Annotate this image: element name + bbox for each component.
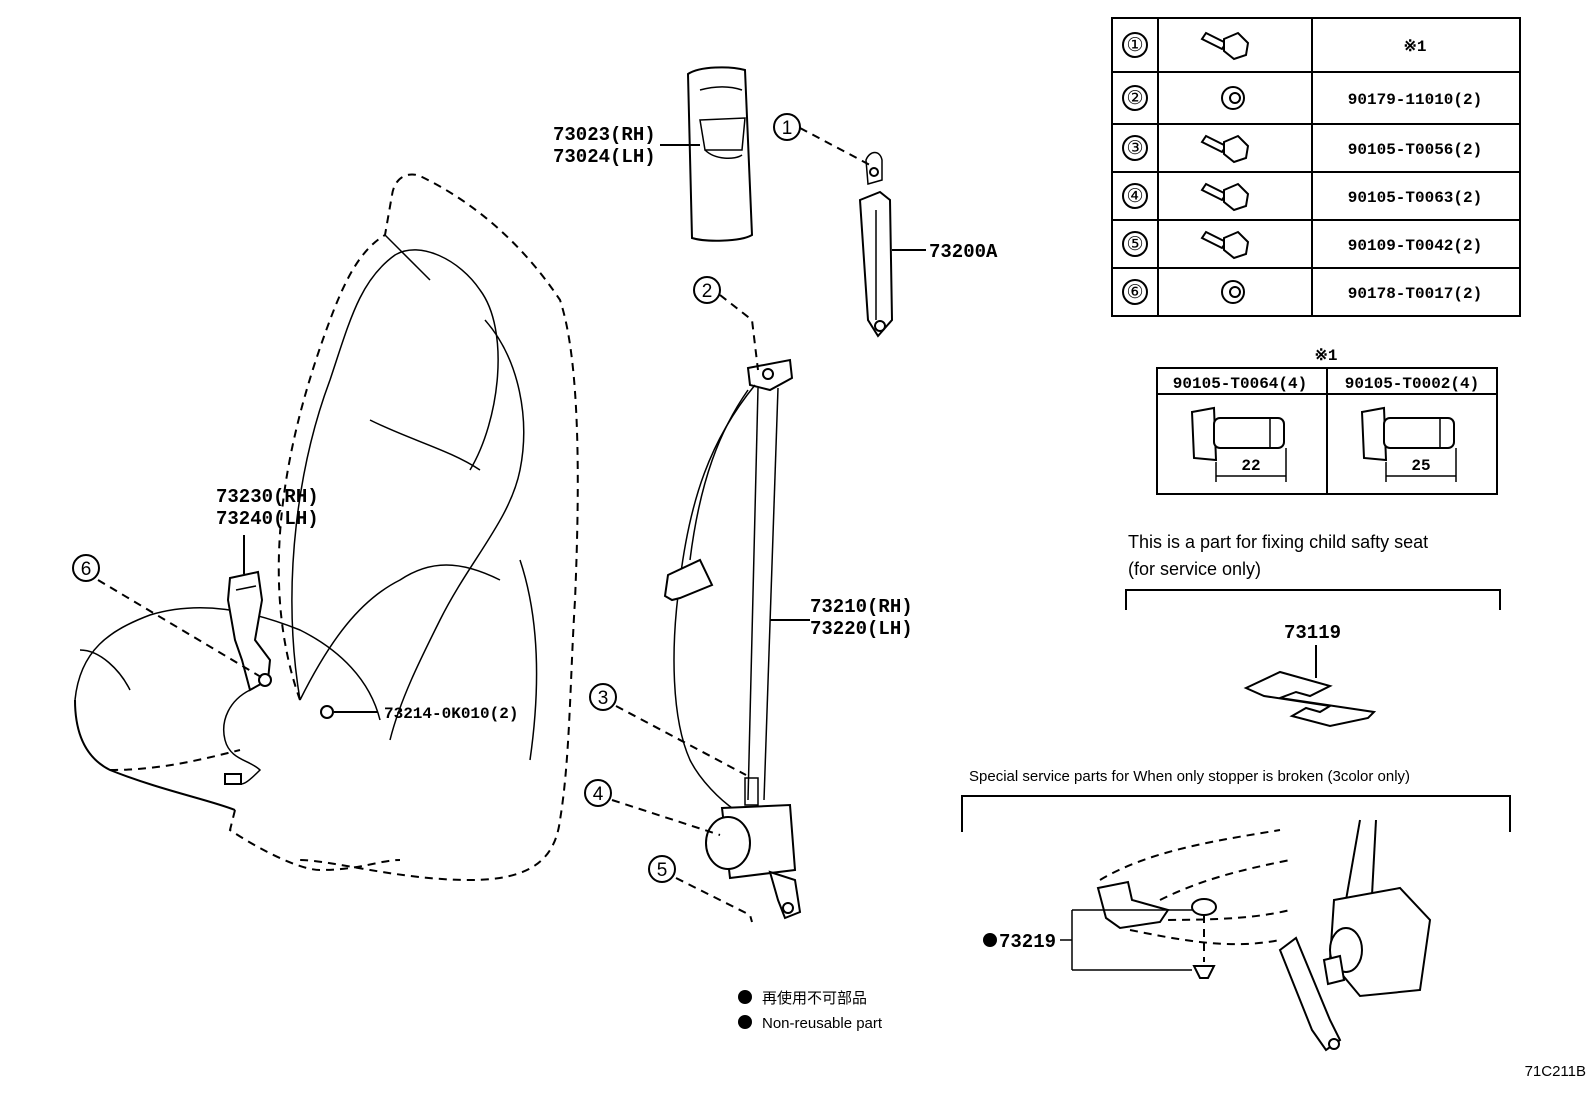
table-ref-circle [1122,135,1148,161]
table-ref-circle [1122,32,1148,58]
note1-part-1: 90105-T0064(4) [1173,375,1307,393]
table-ref: ⑥ [1126,282,1143,303]
pillar-trim-illustration [660,66,754,242]
table-ref: ⑤ [1126,234,1143,255]
callout-clip: 73214-0K010(2) [384,705,518,723]
ref-marker-5: 5 [648,855,676,883]
callout-buckle-lh: 73240(LH) [216,508,319,530]
ref-marker-4: 4 [584,779,612,807]
callout-belt-lh: 73220(LH) [810,618,913,640]
note1-marker: ※1 [1314,347,1337,365]
legend-jp: 再使用不可部品 [762,990,867,1007]
callout-buckle-rh: 73230(RH) [216,486,319,508]
non-reusable-dot-icon [738,990,752,1004]
stopper-note: Special service parts for When only stop… [969,768,1410,785]
table-part-number: 90105-T0063(2) [1348,189,1482,207]
fastener-table-rows: ① ※1 ② 90179-11010(2) ③ 90105-T0056(2) ④ 90105-… [1122,31,1482,305]
bolt-icon [1200,134,1250,164]
table-part-number: 90109-T0042(2) [1348,237,1482,255]
non-reusable-dot-icon [983,933,997,947]
leader-lines [97,127,871,923]
long-bolt-icon: 25 [1360,406,1457,482]
table-ref: ② [1126,88,1143,109]
table-part-number: 90178-T0017(2) [1348,285,1482,303]
svg-text:2: 2 [702,281,713,302]
table-ref-circle [1122,231,1148,257]
bolt-length-2: 25 [1411,457,1430,475]
child-note-line1: This is a part for fixing child safty se… [1128,532,1428,552]
callout-stopper: 73219 [999,931,1056,953]
svg-text:4: 4 [593,784,604,805]
ref-marker-1: 1 [773,113,801,141]
stopper-callout: 73219 [983,909,1192,971]
bolt-length-1: 22 [1241,457,1260,475]
child-note-line2: (for service only) [1128,559,1261,579]
table-ref-circle [1122,279,1148,305]
child-plate-illustration [1243,645,1377,728]
callout-belt-rh: 73210(RH) [810,596,913,618]
table-part-number: 90179-11010(2) [1348,91,1482,109]
table-ref: ④ [1126,186,1143,207]
seat-illustration [74,173,579,882]
callout-child-part: 73119 [1284,622,1341,644]
clip-illustration [320,705,378,719]
belt-illustration [663,358,810,920]
nut-icon [1221,280,1245,304]
ref-marker-3: 3 [589,683,617,711]
adjuster-illustration [858,151,926,338]
bolt-icon [1200,182,1250,212]
bolt-icon [1200,230,1250,260]
table-ref-circle [1122,85,1148,111]
note1-part-2: 90105-T0002(4) [1345,375,1479,393]
table-part-number: ※1 [1403,38,1426,56]
bolt-icon [1200,31,1250,61]
nut-icon [1221,86,1245,110]
svg-text:5: 5 [657,860,668,881]
table-part-number: 90105-T0056(2) [1348,141,1482,159]
long-bolt-icon: 22 [1190,406,1287,482]
table-ref-circle [1122,183,1148,209]
svg-text:6: 6 [81,559,92,580]
ref-marker-6: 6 [72,554,100,582]
note1-table [1156,367,1498,495]
svg-text:3: 3 [598,688,609,709]
buckle-illustration [223,535,272,785]
stopper-illustration [1096,819,1432,1052]
callout-pillar-rh: 73023(RH) [553,124,656,146]
child-bracket [1125,589,1501,610]
callout-pillar-lh: 73024(LH) [553,146,656,168]
non-reusable-dot-icon [738,1015,752,1029]
fastener-table [1111,17,1521,317]
ref-marker-2: 2 [693,276,721,304]
svg-text:1: 1 [782,118,793,139]
table-ref: ③ [1126,138,1143,159]
legend-en: Non-reusable part [762,1015,883,1032]
legend: 再使用不可部品 Non-reusable part [738,990,883,1032]
stopper-bracket [961,795,1511,832]
callout-adjuster: 73200A [929,241,998,263]
figure-code: 71C211B [1525,1063,1586,1080]
table-ref: ① [1126,35,1143,56]
